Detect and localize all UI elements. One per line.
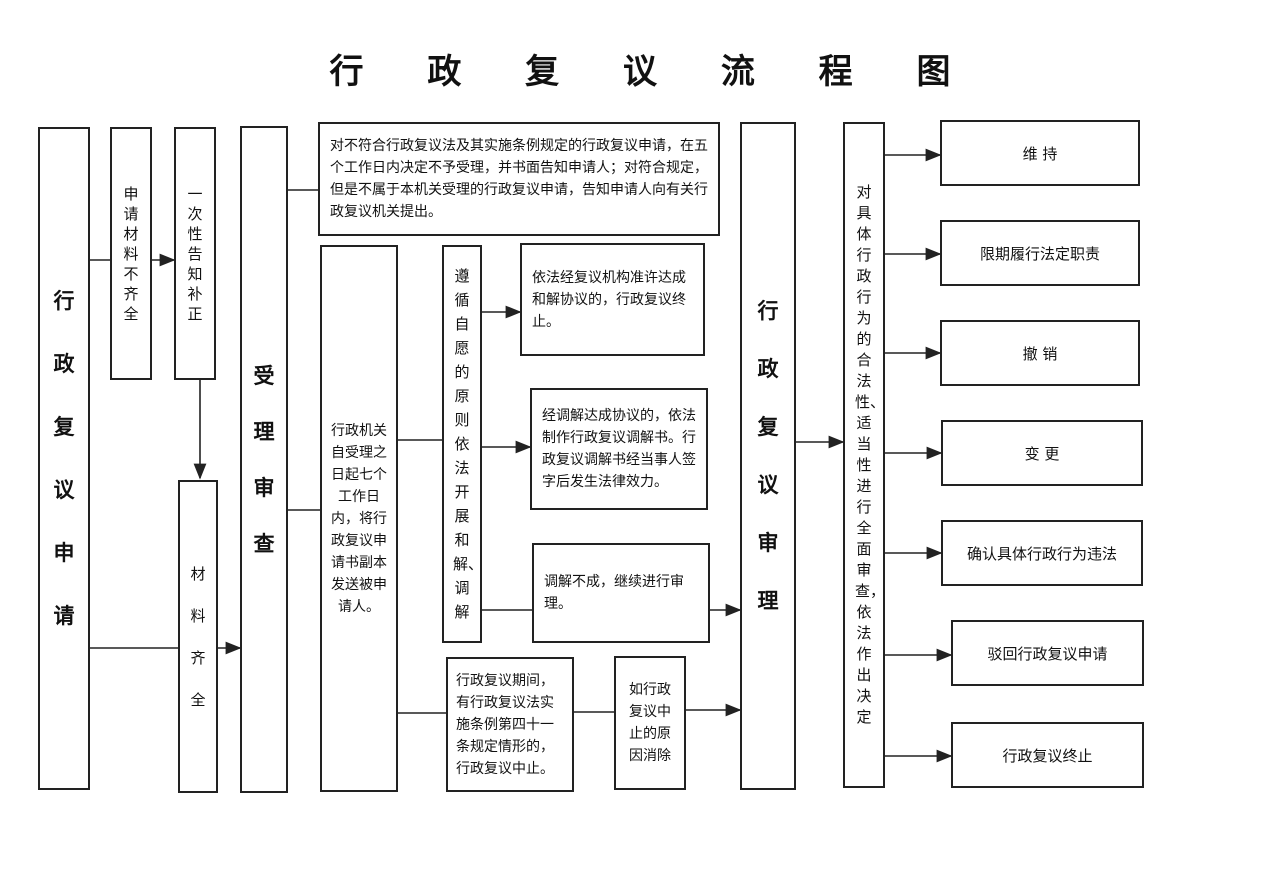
node-mediate-fail: 调解不成，继续进行审理。 xyxy=(532,543,710,643)
node-reject: 对不符合行政复议法及其实施条例规定的行政复议申请，在五个工作日内决定不予受理，并… xyxy=(318,122,720,236)
node-mediation: 遵循自愿的原则依法开展和解、调解 xyxy=(442,245,483,643)
page-title: 行 政 复 议 流 程 图 xyxy=(329,52,977,92)
node-resume: 如行政复议中止的原因消除 xyxy=(614,656,686,790)
outcome-dismiss: 驳回行政复议申请 xyxy=(951,620,1144,686)
node-notify: 一次性告知补正 xyxy=(174,127,216,380)
node-decide: 对具体行政行为的合法性、适当性进行全面审查，依法作出决定 xyxy=(843,122,885,788)
node-accept: 行政机关自受理之日起七个工作日内，将行政复议申请书副本发送被申请人。 xyxy=(320,245,398,792)
node-complete: 材料齐全 xyxy=(178,480,218,793)
outcome-perform-duty: 限期履行法定职责 xyxy=(940,220,1140,286)
node-suspend: 行政复议期间，有行政复议法实施条例第四十一条规定情形的，行政复议中止。 xyxy=(446,657,574,792)
outcome-revoke: 撤 销 xyxy=(940,320,1140,386)
node-mediate-ok: 经调解达成协议的，依法制作行政复议调解书。行政复议调解书经当事人签字后发生法律效… xyxy=(530,388,708,510)
node-apply: 行政复议申请 xyxy=(38,127,90,790)
outcome-terminate: 行政复议终止 xyxy=(951,722,1144,788)
outcome-maintain: 维 持 xyxy=(940,120,1140,186)
node-review-accept: 受理审查 xyxy=(240,126,288,793)
node-settle: 依法经复议机构准许达成和解协议的，行政复议终止。 xyxy=(520,243,705,356)
outcome-confirm-illegal: 确认具体行政行为违法 xyxy=(941,520,1143,586)
outcome-change: 变 更 xyxy=(941,420,1143,486)
node-hearing: 行政复议审理 xyxy=(740,122,796,790)
node-incomplete: 申请材料不齐全 xyxy=(110,127,152,380)
